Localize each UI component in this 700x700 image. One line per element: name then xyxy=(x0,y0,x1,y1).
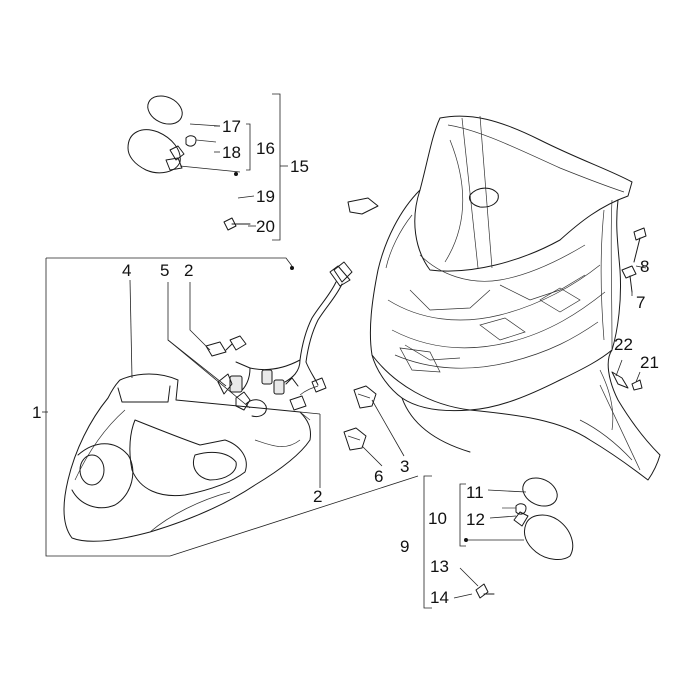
callout-17: 17 xyxy=(222,117,241,136)
indicator-lens-group-upper xyxy=(127,95,251,231)
callout-9: 9 xyxy=(400,537,409,556)
dot-marker xyxy=(464,538,468,542)
callout-6: 6 xyxy=(374,467,383,486)
callout-7: 7 xyxy=(636,293,645,312)
callout-4: 4 xyxy=(122,261,131,280)
screw-21 xyxy=(631,379,643,391)
callout-8: 8 xyxy=(640,257,649,276)
front-shield xyxy=(347,115,661,481)
callout-11: 11 xyxy=(466,483,484,502)
callout-5: 5 xyxy=(160,261,169,280)
wiring-harness xyxy=(205,261,353,417)
callout-13: 13 xyxy=(430,557,449,576)
dot-marker xyxy=(234,172,238,176)
callout-10: 10 xyxy=(428,509,447,528)
screws-right xyxy=(621,227,647,293)
callout-2-upper: 2 xyxy=(184,261,193,280)
dot-marker xyxy=(290,266,294,270)
headlight-housing xyxy=(63,373,311,542)
callout-14: 14 xyxy=(430,588,449,607)
clips xyxy=(343,385,377,451)
callout-12: 12 xyxy=(466,510,485,529)
callout-20: 20 xyxy=(256,217,275,236)
callout-19: 19 xyxy=(256,187,275,206)
callout-21: 21 xyxy=(640,353,659,372)
callout-15: 15 xyxy=(290,157,309,176)
callout-18: 18 xyxy=(222,143,241,162)
callout-22: 22 xyxy=(614,335,633,354)
leader-lines xyxy=(45,93,647,609)
indicator-lens-group-lower xyxy=(475,477,574,599)
callout-3: 3 xyxy=(400,457,409,476)
callout-16: 16 xyxy=(256,139,275,158)
callout-1: 1 xyxy=(32,403,41,422)
callout-2-lower: 2 xyxy=(313,487,322,506)
